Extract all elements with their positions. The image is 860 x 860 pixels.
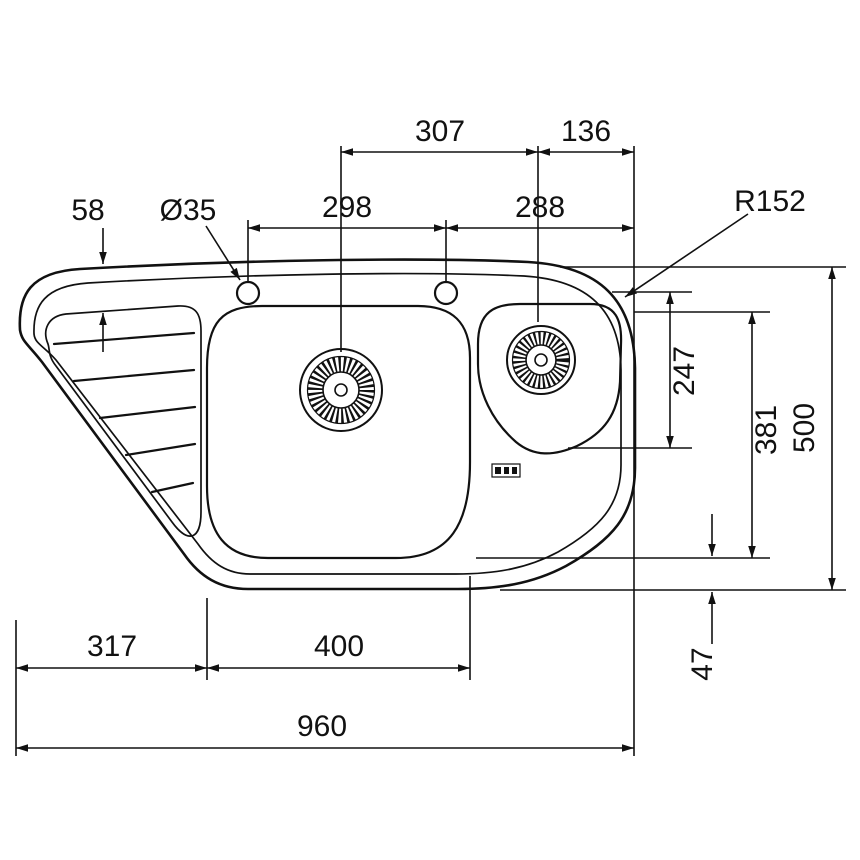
dim-label-298: 298 [322,191,372,224]
right-bowl-drain [506,325,576,395]
tap-hole-right [433,280,459,306]
drainer-outline [44,305,202,537]
dim-diameter-35: Ø35 [160,194,241,281]
dim-500: 500 [788,267,836,590]
right-drain-knurl-ring [512,331,570,389]
dim-label-136: 136 [561,115,611,148]
right-bowl [476,302,623,455]
dim-label-58: 58 [71,194,104,227]
sink-inner-rim [33,272,622,575]
dim-label-500: 500 [788,403,821,453]
main-bowl-drain [299,348,383,432]
dim-label-diameter-35: Ø35 [160,194,217,227]
dim-label-317: 317 [87,630,137,663]
dim-label-381: 381 [750,405,783,455]
dim-label-47: 47 [686,647,719,680]
dim-label-247: 247 [668,346,701,396]
extension-lines [15,146,846,756]
main-drain-center [334,383,348,397]
main-bowl [205,304,472,560]
leader-line [624,213,749,298]
dim-label-radius-152: R152 [734,185,806,218]
dim-radius-152: R152 [624,185,806,298]
drainer-groove [72,368,196,383]
drainer-groove [150,481,195,494]
dim-288: 288 [446,191,634,232]
dimension-annotations: 307 136 298 288 58 Ø35 [16,115,836,752]
dim-960: 960 [16,710,634,752]
drainer-groove [52,331,196,346]
right-drain-outer-circle [506,325,576,395]
dim-381: 381 [748,312,783,558]
sink-outer-outline [18,258,637,591]
dim-47: 47 [686,514,719,681]
drainer-groove [98,405,197,420]
dim-label-400: 400 [314,630,364,663]
dim-58: 58 [71,194,107,352]
dim-136: 136 [538,115,634,156]
dim-307: 307 [341,115,538,156]
main-drain-knurl-ring [307,356,375,424]
dim-317: 317 [16,630,207,672]
dim-247: 247 [666,292,701,448]
dim-label-288: 288 [515,191,565,224]
dim-298: 298 [248,191,446,232]
brand-logo [491,463,521,478]
dim-400: 400 [207,630,470,672]
drainer-groove [124,442,197,457]
leader-line [205,225,241,281]
right-drain-center [534,353,548,367]
sink-body-group [18,258,637,591]
tap-hole-left [235,280,261,306]
dim-label-307: 307 [415,115,465,148]
dim-label-960: 960 [297,710,347,743]
